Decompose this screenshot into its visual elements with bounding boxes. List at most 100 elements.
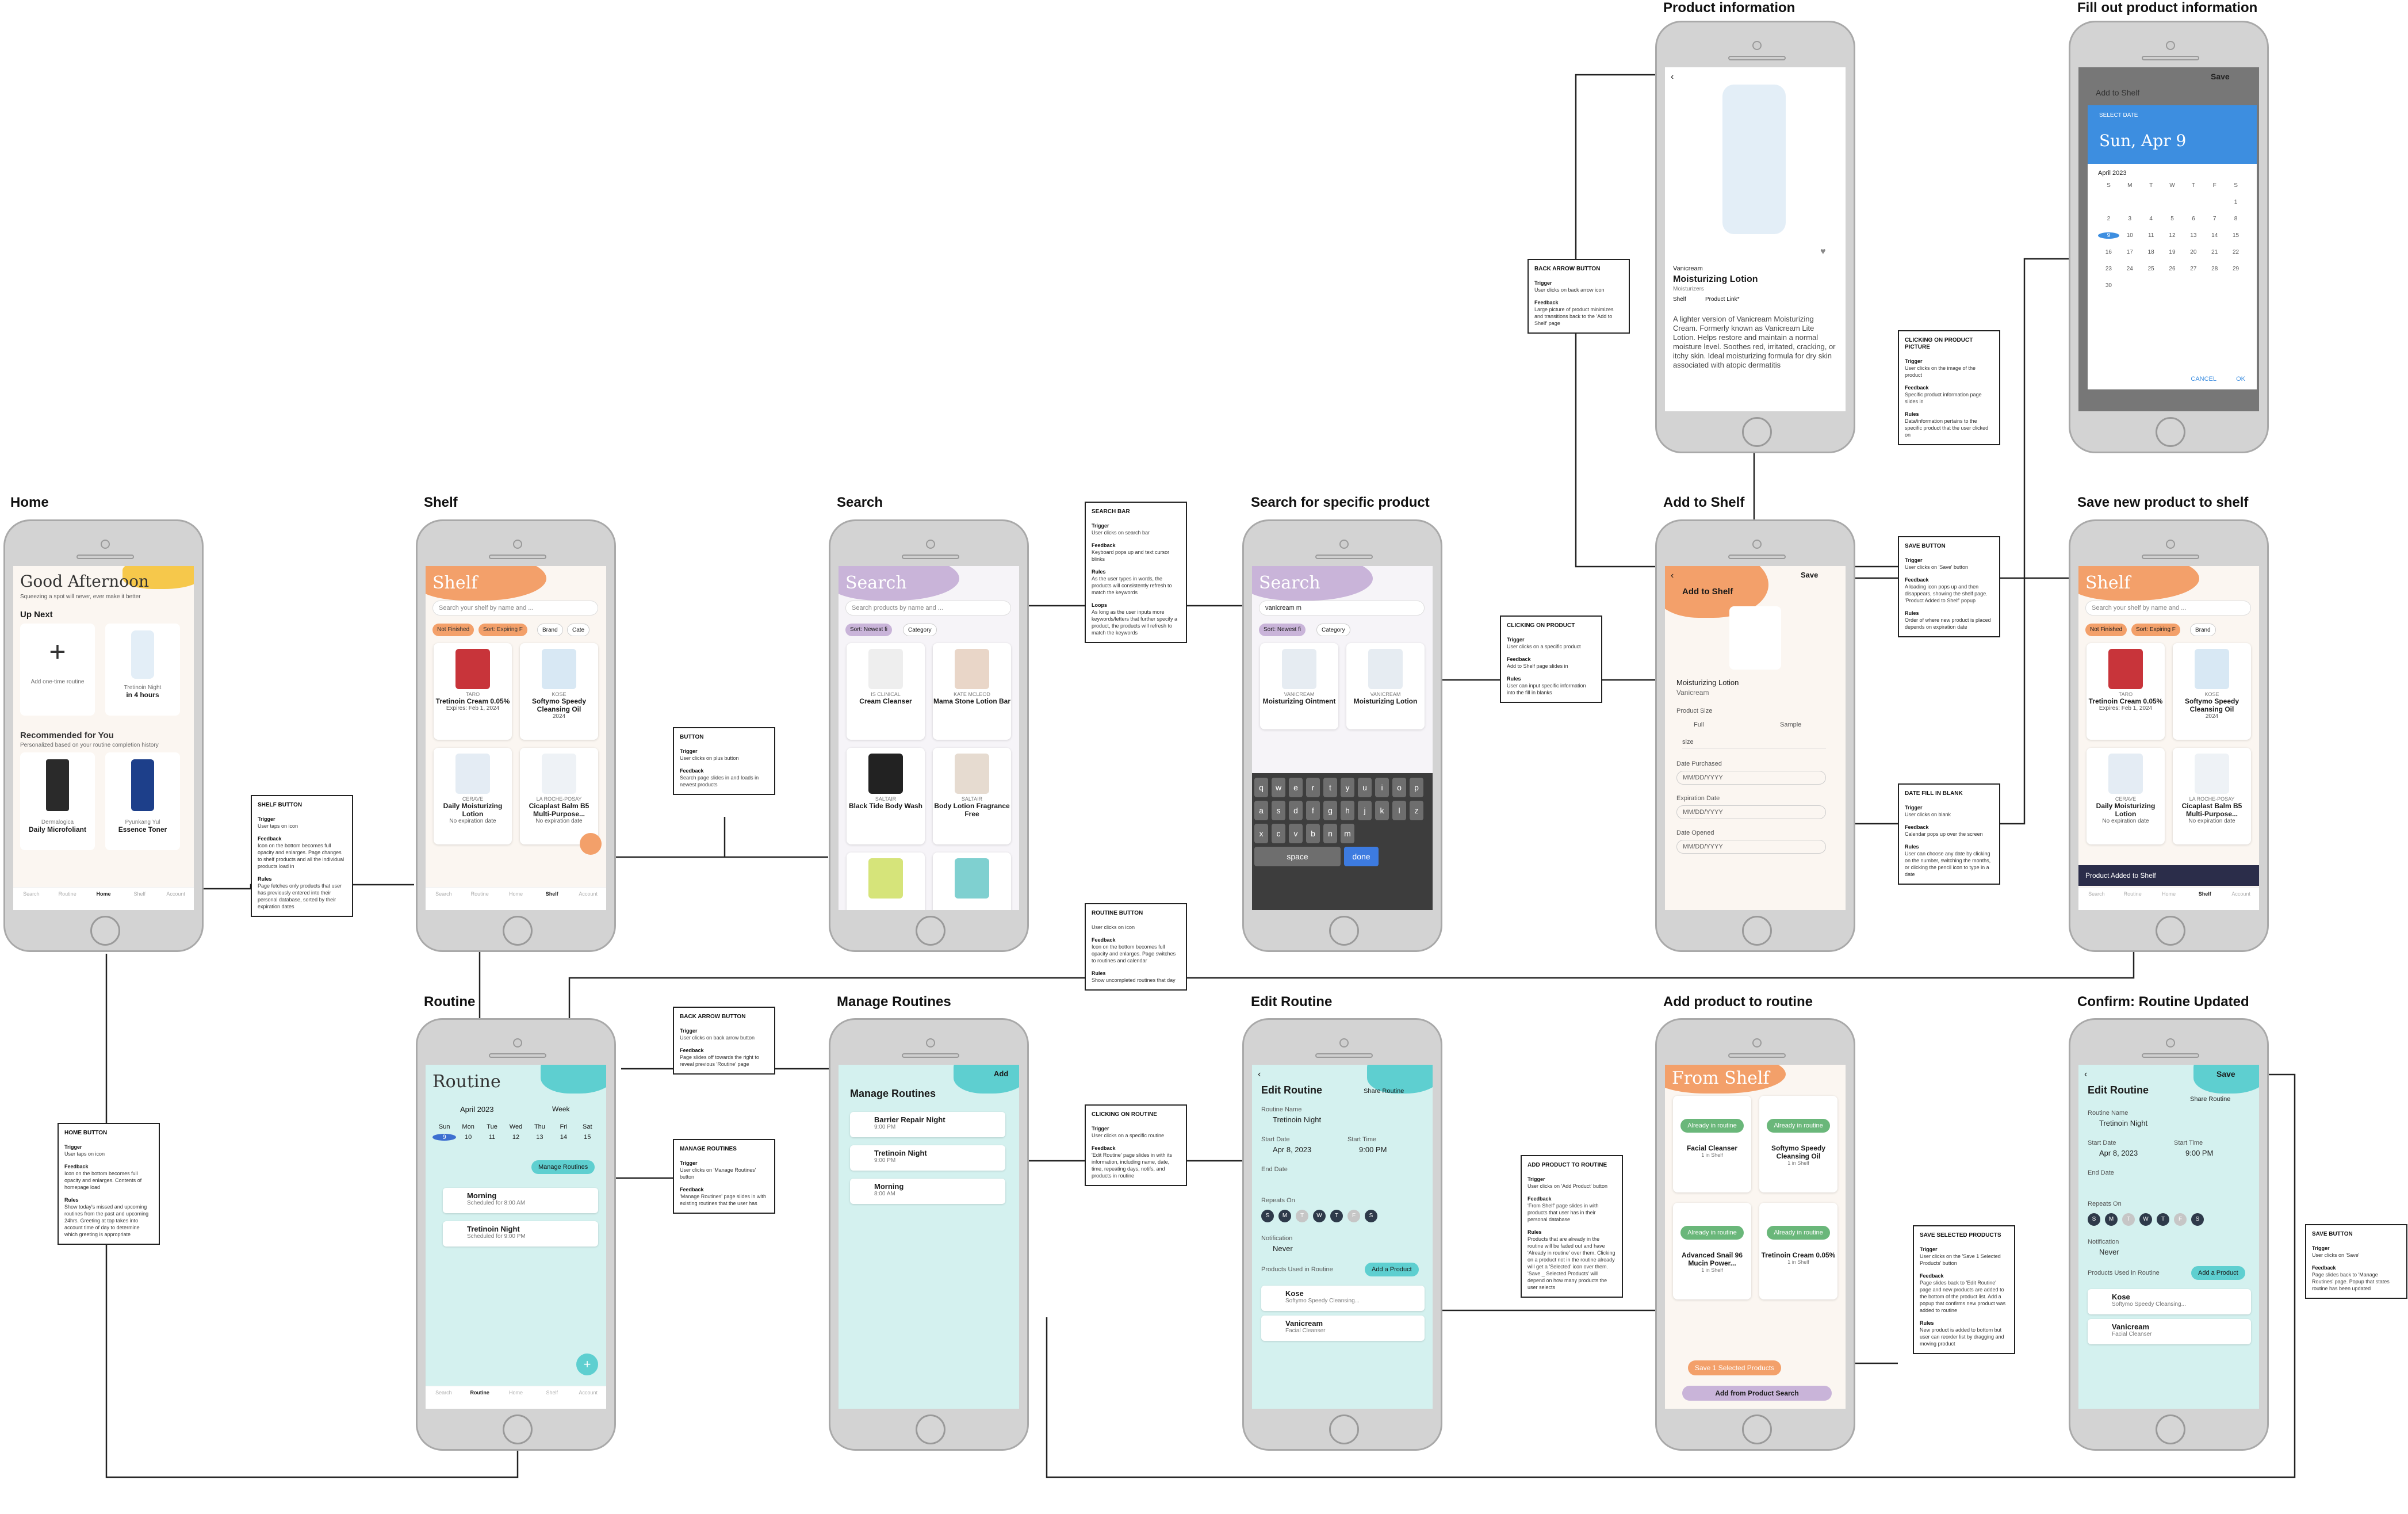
shelf-search-input[interactable]: Search your shelf by name and ...	[2085, 601, 2251, 615]
nav-routine[interactable]: Routine	[465, 891, 494, 910]
week-date[interactable]: 11	[480, 1134, 504, 1141]
nav-home[interactable]: Home	[89, 891, 118, 910]
weekday-toggle[interactable]: M	[1278, 1210, 1291, 1222]
product-picture[interactable]	[1729, 606, 1781, 670]
start-time-input[interactable]: 9:00 PM	[1359, 1145, 1387, 1154]
weekday-toggle[interactable]: M	[2105, 1213, 2118, 1226]
search-card-6[interactable]	[933, 852, 1011, 910]
done-key[interactable]: done	[1344, 847, 1379, 866]
search-input[interactable]: Search products by name and ...	[845, 601, 1011, 615]
calendar-day[interactable]: 8	[2225, 216, 2246, 222]
nav-routine[interactable]: Routine	[53, 891, 82, 910]
calendar-day[interactable]: 23	[2098, 266, 2119, 272]
nav-search[interactable]: Search	[429, 1390, 458, 1409]
key-b[interactable]: b	[1306, 824, 1320, 843]
key-l[interactable]: l	[1392, 801, 1406, 820]
ok-button[interactable]: OK	[2236, 376, 2245, 383]
back-arrow-icon[interactable]: ‹	[1671, 571, 1674, 581]
calendar-day[interactable]: 25	[2141, 266, 2162, 272]
calendar-day[interactable]: 27	[2183, 266, 2204, 272]
calendar-day[interactable]: 2	[2098, 216, 2119, 222]
chip-not-finished[interactable]: Not Finished	[2085, 624, 2127, 636]
chip-category[interactable]: Cate	[567, 624, 589, 636]
search-card-5[interactable]	[847, 852, 925, 910]
weekday-toggle[interactable]: S	[1365, 1210, 1377, 1222]
key-f[interactable]: f	[1306, 801, 1320, 820]
back-arrow-icon[interactable]: ‹	[1671, 72, 1674, 82]
nav-account[interactable]: Account	[162, 891, 190, 910]
week-date[interactable]: 12	[504, 1134, 527, 1141]
calendar-day[interactable]: 24	[2119, 266, 2141, 272]
start-time-input[interactable]: 9:00 PM	[2185, 1149, 2213, 1157]
calendar-day[interactable]: 22	[2225, 249, 2246, 255]
calendar-day[interactable]: 30	[2098, 282, 2119, 289]
nav-routine[interactable]: Routine	[465, 1390, 494, 1409]
calendar-day[interactable]: 14	[2204, 232, 2225, 239]
chip-brand[interactable]: Brand	[537, 624, 563, 636]
weekday-toggle[interactable]: S	[1261, 1210, 1274, 1222]
week-date[interactable]: 13	[528, 1134, 552, 1141]
week-date[interactable]: 14	[552, 1134, 575, 1141]
key-m[interactable]: m	[1341, 824, 1354, 843]
nav-shelf[interactable]: Shelf	[2191, 891, 2219, 910]
weekday-toggle[interactable]: T	[2122, 1213, 2135, 1226]
weekday-toggle[interactable]: F	[2174, 1213, 2187, 1226]
save-button[interactable]: Save	[1801, 571, 1818, 579]
rec-card-2[interactable]: Pyunkang Yul Essence Toner	[105, 752, 180, 850]
calendar-day[interactable]: 5	[2162, 216, 2183, 222]
key-s[interactable]: s	[1272, 801, 1285, 820]
calendar-day[interactable]: 21	[2204, 249, 2225, 255]
nav-account[interactable]: Account	[574, 1390, 603, 1409]
date-purchased-input[interactable]: MM/DD/YYYY	[1676, 771, 1826, 785]
save-button[interactable]: Save	[2216, 1069, 2235, 1079]
weekday-toggle[interactable]: S	[2088, 1213, 2100, 1226]
chip-brand[interactable]: Brand	[2190, 624, 2216, 636]
nav-home[interactable]: Home	[2154, 891, 2183, 910]
key-x[interactable]: x	[1254, 824, 1268, 843]
calendar-day[interactable]: 6	[2183, 216, 2204, 222]
chip-sort[interactable]: Sort: Newest fi	[1259, 624, 1306, 636]
calendar-day[interactable]: 7	[2204, 216, 2225, 222]
view-toggle[interactable]: Week	[552, 1105, 569, 1113]
key-k[interactable]: k	[1375, 801, 1389, 820]
calendar-day[interactable]: 3	[2119, 216, 2141, 222]
calendar-day[interactable]: 13	[2183, 232, 2204, 239]
weekday-toggle[interactable]: W	[1313, 1210, 1326, 1222]
week-date[interactable]: 9	[432, 1134, 456, 1141]
add-from-search-button[interactable]: Add from Product Search	[1682, 1386, 1832, 1401]
add-plus-button[interactable]	[580, 833, 602, 855]
add-button[interactable]: Add	[994, 1069, 1008, 1078]
calendar-day[interactable]: 19	[2162, 249, 2183, 255]
weekday-toggle[interactable]: T	[1296, 1210, 1308, 1222]
add-product-button[interactable]: Add a Product	[2191, 1266, 2245, 1280]
key-t[interactable]: t	[1323, 778, 1337, 797]
cancel-button[interactable]: CANCEL	[2191, 376, 2216, 383]
shelf-search-input[interactable]: Search your shelf by name and ...	[432, 601, 598, 615]
weekday-toggle[interactable]: F	[1347, 1210, 1360, 1222]
chip-category[interactable]: Category	[903, 624, 937, 636]
key-c[interactable]: c	[1272, 824, 1285, 843]
calendar-day[interactable]: 20	[2183, 249, 2204, 255]
start-date-input[interactable]: Apr 8, 2023	[1273, 1145, 1311, 1154]
next-routine-card[interactable]: Tretinoin Night in 4 hours	[105, 624, 180, 716]
notification-select[interactable]: Never	[1273, 1244, 1293, 1253]
calendar-day[interactable]: 1	[2225, 199, 2246, 205]
back-arrow-icon[interactable]: ‹	[1258, 1069, 1261, 1080]
nav-shelf[interactable]: Shelf	[538, 891, 566, 910]
